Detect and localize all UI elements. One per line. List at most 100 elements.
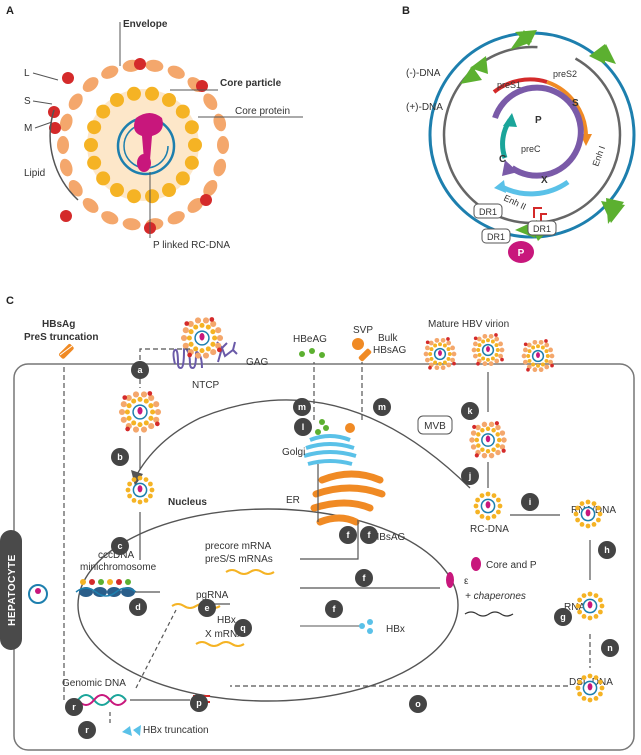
core-protein-dot bbox=[162, 183, 176, 198]
envelope-protein bbox=[82, 77, 99, 92]
green-arrow-left bbox=[460, 56, 488, 84]
dna-circle-small bbox=[28, 584, 48, 604]
virion bbox=[469, 421, 507, 459]
cccdna-label-2: minichromosome bbox=[80, 562, 157, 573]
envelope-label: Envelope bbox=[123, 19, 168, 30]
green-arrow-bottom-right bbox=[601, 198, 625, 224]
step-badge-label: f bbox=[347, 530, 351, 540]
step-badge bbox=[373, 398, 391, 416]
virion bbox=[521, 339, 555, 373]
dr1-box-2 bbox=[527, 220, 557, 236]
hbsag-er-label: HBsAG bbox=[372, 532, 406, 543]
step-badge bbox=[355, 569, 373, 587]
c-label-b: C bbox=[499, 154, 506, 165]
virion bbox=[118, 391, 162, 433]
capsid bbox=[473, 491, 503, 521]
step-badge bbox=[65, 698, 83, 716]
dr1-label-2: DR1 bbox=[533, 224, 551, 234]
step-badge-label: r bbox=[85, 725, 89, 735]
hbsag-trunc-particle bbox=[59, 344, 74, 359]
step-badge-label: n bbox=[607, 643, 613, 653]
step-badge-label: b bbox=[117, 452, 123, 462]
p-arc bbox=[492, 84, 584, 179]
step-badge-label: f bbox=[333, 604, 337, 614]
core-and-p-label: Core and P bbox=[486, 560, 537, 571]
lipid-label: Lipid bbox=[24, 168, 45, 179]
step-badge bbox=[339, 526, 357, 544]
gag-label: GAG bbox=[246, 357, 268, 368]
envelope-protein bbox=[68, 180, 83, 197]
golgi-secretions bbox=[315, 419, 355, 435]
virion bbox=[180, 317, 224, 359]
core-protein-dot bbox=[184, 155, 199, 170]
step-badge bbox=[461, 467, 479, 485]
hbx-trunc-label: HBx truncation bbox=[143, 725, 209, 736]
capsid bbox=[573, 499, 603, 529]
svp-particle bbox=[352, 338, 364, 350]
envelope-protein bbox=[203, 93, 218, 110]
envelope-protein bbox=[101, 211, 119, 225]
step-badge-label: k bbox=[467, 406, 473, 416]
p-label-b: P bbox=[535, 115, 542, 126]
step-badge bbox=[129, 598, 147, 616]
ntcp-label: NTCP bbox=[192, 380, 220, 391]
gag-chain bbox=[216, 341, 238, 363]
step-badge bbox=[521, 493, 539, 511]
virion bbox=[471, 333, 505, 367]
minus-dna-label: (-)-DNA bbox=[406, 68, 441, 79]
pres2-label: preS2 bbox=[553, 69, 577, 79]
mvb-label: MVB bbox=[424, 421, 446, 432]
step-badge-label: g bbox=[560, 612, 566, 622]
envelope-protein bbox=[145, 59, 164, 72]
hbx-mrna-label-1: HBx bbox=[217, 615, 236, 626]
envelope-protein bbox=[213, 113, 227, 132]
rc-dna-label: RC-DNA bbox=[470, 524, 509, 535]
envelope-protein bbox=[187, 198, 204, 213]
polymerase-b-label: P bbox=[518, 248, 525, 259]
core-protein-dot bbox=[126, 86, 141, 101]
green-arrow-top bbox=[510, 30, 537, 50]
step-badge-label: q bbox=[240, 623, 246, 633]
envelope-protein bbox=[167, 211, 185, 225]
hbx-protein bbox=[359, 619, 373, 634]
hbx-mrna-wave bbox=[195, 641, 245, 647]
capsid bbox=[575, 673, 605, 703]
dr1-label-3: DR1 bbox=[487, 232, 505, 242]
p-arrowhead bbox=[502, 160, 518, 176]
cccdna-label-1: cccDNA bbox=[98, 550, 134, 561]
core-p-shape bbox=[471, 557, 481, 571]
svp-label: SVP bbox=[353, 325, 373, 336]
step-badge-label: a bbox=[137, 365, 143, 375]
core-protein-dot bbox=[188, 138, 202, 152]
x-label-b: X bbox=[541, 175, 548, 186]
mvb-box bbox=[417, 415, 453, 435]
core-protein-dot bbox=[162, 92, 176, 107]
dr1-box-1 bbox=[473, 203, 503, 219]
l-protein-dot bbox=[49, 122, 61, 134]
rna-label: RNA bbox=[564, 602, 585, 613]
core-protein-dot bbox=[96, 171, 111, 186]
step-badge bbox=[190, 694, 208, 712]
panel-label-a: A bbox=[6, 5, 14, 17]
step-badge-label: c bbox=[117, 541, 122, 551]
core-protein-dot bbox=[87, 120, 102, 135]
l-protein-dot bbox=[196, 80, 208, 92]
s-label: S bbox=[24, 96, 31, 107]
panel-label-c: C bbox=[6, 295, 14, 307]
hbx-mrna-label-2: X mRNA bbox=[205, 629, 244, 640]
x-arc bbox=[498, 179, 570, 197]
nucleus-label: Nucleus bbox=[168, 497, 207, 508]
step-badge-label: f bbox=[368, 530, 372, 540]
pres1-label: preS1 bbox=[497, 80, 521, 90]
step-badge bbox=[111, 448, 129, 466]
hbsag-trunc-label-1: HBsAg bbox=[42, 319, 75, 330]
polymerase-tail bbox=[137, 154, 151, 172]
envelope-ring bbox=[48, 58, 229, 234]
step-badge-label: h bbox=[604, 545, 610, 555]
capsid bbox=[575, 591, 605, 621]
genomic-dna-strand-2 bbox=[77, 694, 127, 706]
precore-mrna-label: precore mRNA bbox=[205, 541, 271, 552]
plus-dna-label: (+)-DNA bbox=[406, 102, 443, 113]
c-arrowhead bbox=[503, 113, 517, 127]
l-protein-dot bbox=[60, 210, 72, 222]
